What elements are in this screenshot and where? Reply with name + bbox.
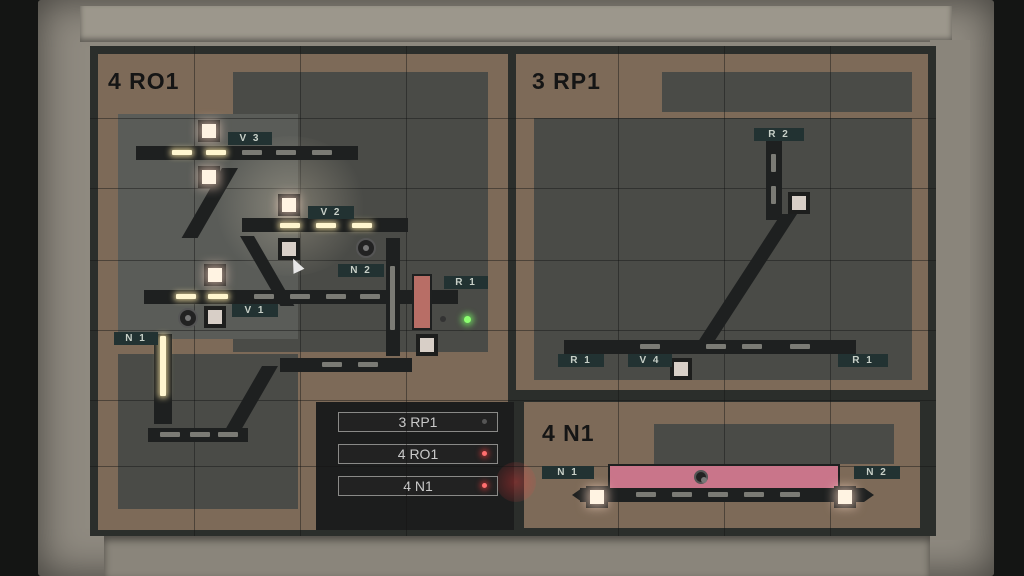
track-light [780,492,800,497]
track-end-arrow [864,488,874,502]
status-led [482,451,487,456]
frame-bottom-bar [104,536,930,576]
track-light [172,150,192,155]
track-light [672,492,692,497]
frame-right-bar [930,40,970,540]
track-light [242,150,262,155]
track-light [708,492,728,497]
track-segment [280,358,412,372]
track-label: R 1 [558,354,604,367]
track-light [276,150,296,155]
selector-button-n1[interactable]: 4 N1 [338,476,498,496]
track-light [190,432,210,437]
track-light [280,223,300,228]
status-led [482,419,487,424]
track-label: V 4 [628,354,672,367]
track-light [160,432,180,437]
track-label: N 1 [542,466,594,479]
signal-light[interactable] [586,486,608,508]
panel-rp1: 3 RP1 [516,54,928,390]
track-light [742,344,762,349]
track-light [322,362,342,367]
track-light [640,344,660,349]
signal-light[interactable] [198,120,220,142]
signal-light[interactable] [416,334,438,356]
track-light [790,344,810,349]
signal-light[interactable] [278,194,300,216]
status-led [440,316,446,322]
track-light [316,223,336,228]
track-light [206,150,226,155]
track-light [771,154,776,172]
track-light [744,492,764,497]
track-light [771,186,776,204]
occupied-block [412,274,432,330]
track-light [352,223,372,228]
track-segment [766,140,782,220]
signal-light[interactable] [788,192,810,214]
status-led [482,483,487,488]
track-label: V 3 [228,132,272,145]
track-label: R 1 [444,276,488,289]
signal-light[interactable] [278,238,300,260]
track-light [706,344,726,349]
panel-title: 4 RO1 [108,68,180,94]
track-light [290,294,310,299]
switch-knob[interactable] [356,238,376,258]
track-end-arrow [572,488,582,502]
track-label: R 2 [754,128,804,141]
selector-button-rp1[interactable]: 3 RP1 [338,412,498,432]
selector-button-ro1[interactable]: 4 RO1 [338,444,498,464]
track-label: R 1 [838,354,888,367]
panel-title: 4 N1 [542,420,595,446]
switch-knob[interactable] [178,308,198,328]
track-light [160,336,166,396]
signal-light[interactable] [834,486,856,508]
signal-board: 4 RO1 3 RP1 4 N1 3 RP1 4 RO1 4 N1 [90,46,936,536]
signal-light[interactable] [204,306,226,328]
track-light [254,294,274,299]
track-light [176,294,196,299]
track-label: V 1 [232,304,278,317]
track-light [326,294,346,299]
status-led [464,316,471,323]
track-label: N 1 [114,332,158,345]
signal-light[interactable] [204,264,226,286]
track-label: N 2 [338,264,384,277]
frame-top-bar [80,6,952,42]
switch-knob[interactable] [694,470,708,484]
track-label: V 2 [308,206,354,219]
signal-light[interactable] [670,358,692,380]
panel-title: 3 RP1 [532,68,601,94]
track-light [636,492,656,497]
track-light [312,150,332,155]
track-light [218,432,238,437]
signal-light[interactable] [198,166,220,188]
track-light [390,266,395,330]
track-light [208,294,228,299]
track-light [360,294,380,299]
track-label: N 2 [854,466,900,479]
track-light [358,362,378,367]
